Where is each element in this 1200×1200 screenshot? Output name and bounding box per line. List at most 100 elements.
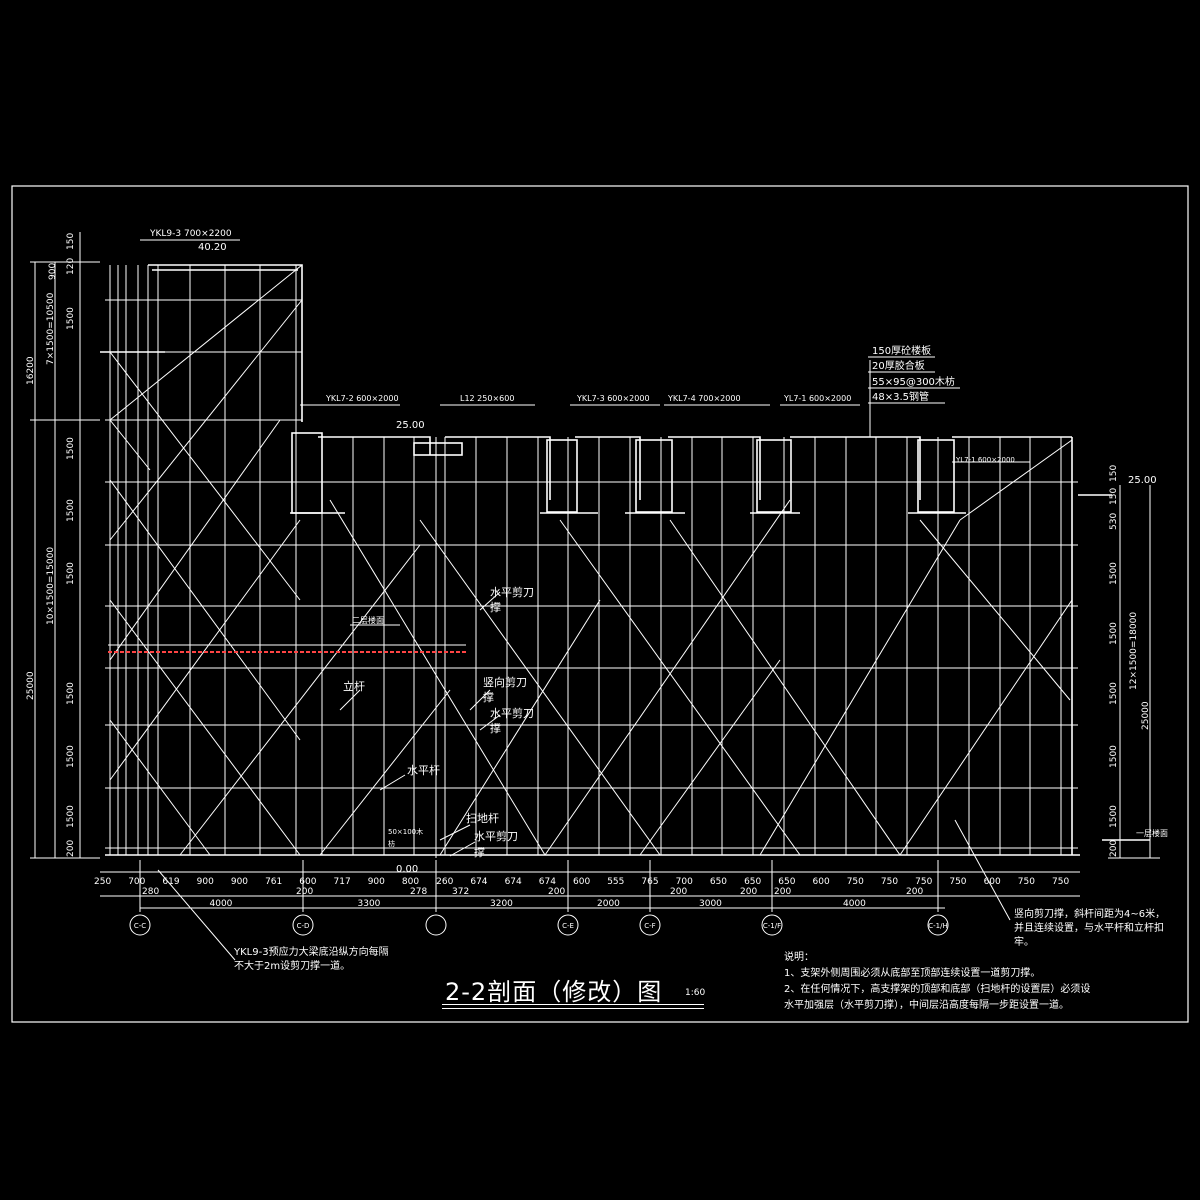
- annotation-right-1: 竖向剪刀撑，斜杆间距为4~6米，: [1014, 907, 1165, 920]
- callout-second-floor: 二层楼面: [352, 615, 384, 625]
- beam-label-l12: L12 250×600: [460, 394, 514, 403]
- notes-block: 说明： 1、支架外侧周围必须从底部至顶部连续设置一道剪刀撑。 2、在任何情况下，…: [784, 950, 1090, 1014]
- left-dim-upper-group: 7×1500=10500: [46, 292, 56, 365]
- axis-bubble: [639, 914, 661, 936]
- bottom-spacing-label: 619: [162, 877, 179, 887]
- callout-horizontal-brace-2b: 撑: [490, 721, 501, 735]
- beam-outlines: [100, 264, 1150, 856]
- annotation-left-2: 不大于2m设剪刀撑一道。: [234, 959, 350, 972]
- bottom-spacing-label: 674: [470, 877, 487, 887]
- bottom-spacing-label: 600: [573, 877, 590, 887]
- beam-label-ykl7-2: YKL7-2 600×2000: [325, 394, 399, 403]
- bottom-spacing-label: 700: [128, 877, 145, 887]
- beam-label-yl7-1-right: YL7-1 600×2000: [955, 456, 1015, 464]
- axis-span-label: 3000: [699, 899, 722, 909]
- right-dimension-texts: 25000 12×1500=18000 150 530 150 1500 150…: [1109, 465, 1151, 857]
- axis-bubble: [557, 914, 579, 936]
- bottom-spacing-label: 674: [505, 877, 522, 887]
- left-dim-lower-group: 10×1500=15000: [46, 547, 56, 625]
- bottom-spacing-label: 800: [402, 877, 419, 887]
- axis-bubble: [761, 914, 783, 936]
- slab-stack-2: 20厚胶合板: [872, 359, 925, 372]
- brace-diagonal: [109, 419, 151, 471]
- bottom-spacing-sub-label: 200: [774, 887, 791, 897]
- axis-span-label: 2000: [597, 899, 620, 909]
- left-dim-total: 25000: [26, 671, 36, 700]
- bottom-spacing-label: 900: [197, 877, 214, 887]
- left-dim-step-1: 1500: [66, 307, 76, 330]
- right-dim-step-4: 1500: [1109, 745, 1119, 768]
- bottom-dimension-lines: [100, 860, 1080, 912]
- brace-diagonal: [109, 299, 303, 541]
- axis-bubble-label: C-D: [297, 922, 310, 930]
- bottom-spacing-label: 765: [641, 877, 658, 887]
- brace-diagonal: [544, 499, 791, 856]
- callout-wood: 50×100木: [388, 827, 423, 836]
- left-dim-step-2: 1500: [66, 437, 76, 460]
- right-dim-top-a: 150: [1109, 465, 1119, 482]
- axis-bubble-label: C-1/H: [928, 922, 948, 930]
- callout-horizontal-brace-1: 水平剪刀: [490, 585, 534, 599]
- brace-diagonal: [669, 519, 901, 856]
- axis-bubble: [927, 914, 949, 936]
- annotation-right-3: 牢。: [1014, 935, 1034, 948]
- callout-horizontal-brace-1b: 撑: [490, 600, 501, 614]
- axis-bubble: [425, 914, 447, 936]
- slab-stack-4: 48×3.5钢管: [872, 390, 929, 403]
- brace-diagonal: [639, 659, 781, 856]
- bottom-spacing-label: 674: [539, 877, 556, 887]
- callout-upright: 立杆: [343, 679, 365, 693]
- bottom-spacing-sub-label: 200: [296, 887, 313, 897]
- axis-bubble-label: C-E: [562, 922, 574, 930]
- right-dim-step-3: 1500: [1109, 682, 1119, 705]
- beam-label-ykl9-3: YKL9-3 700×2200: [149, 229, 232, 239]
- brace-diagonal: [899, 599, 1073, 856]
- bottom-spacing-label: 650: [744, 877, 761, 887]
- beam-label-ykl7-4: YKL7-4 700×2000: [667, 394, 741, 403]
- left-dim-step-3: 1500: [66, 499, 76, 522]
- right-dim-step-2: 1500: [1109, 622, 1119, 645]
- left-dimension-texts: 25000 16200 7×1500=10500 10×1500=15000 1…: [26, 233, 76, 857]
- brace-diagonal: [109, 719, 211, 856]
- left-dim-step-4: 1500: [66, 562, 76, 585]
- bottom-spacing-label: 900: [368, 877, 385, 887]
- axis-span-label: 4000: [210, 899, 233, 909]
- brace-diagonal: [109, 479, 301, 741]
- slab-stack-1: 150厚砼楼板: [872, 344, 931, 357]
- bottom-spacing-sub-label: 200: [906, 887, 923, 897]
- brace-diagonal: [109, 264, 303, 421]
- bottom-spacing-sub-label: 280: [142, 887, 159, 897]
- brace-diagonal: [559, 519, 801, 856]
- right-dim-top-b: 530: [1109, 513, 1119, 530]
- bottom-spacing-label: 750: [915, 877, 932, 887]
- left-dim-top-b: 120: [66, 258, 76, 275]
- brace-diagonal: [109, 519, 301, 781]
- elevation-mid: 25.00: [396, 420, 425, 431]
- bottom-spacing-label: 600: [813, 877, 830, 887]
- bottom-spacing-label: 555: [607, 877, 624, 887]
- left-dim-bottom: 200: [66, 840, 76, 857]
- bottom-spacing-label: 750: [949, 877, 966, 887]
- callout-wood-b: 枋: [388, 839, 395, 848]
- right-dim-step-1: 1500: [1109, 562, 1119, 585]
- left-dim-step-7: 1500: [66, 805, 76, 828]
- beam-label-yl7-1: YL7-1 600×2000: [783, 394, 851, 403]
- brace-diagonal: [959, 439, 1073, 521]
- bottom-spacing-label: 650: [778, 877, 795, 887]
- bottom-spacing-label: 600: [299, 877, 316, 887]
- bottom-spacing-label: 250: [94, 877, 111, 887]
- brace-diagonal: [109, 419, 281, 661]
- bottom-spacing-label: 700: [676, 877, 693, 887]
- elevation-right: 25.00: [1128, 475, 1157, 486]
- left-dim-step-6: 1500: [66, 745, 76, 768]
- bottom-spacing-label: 750: [1052, 877, 1069, 887]
- callout-first-floor: 一层楼面: [1136, 828, 1168, 838]
- title-underline-2: [442, 1008, 704, 1009]
- bottom-spacing-sub-label: 200: [740, 887, 757, 897]
- callout-horizontal-brace-3b: 撑: [474, 845, 485, 859]
- bottom-spacing-sub-label: 372: [452, 887, 469, 897]
- elevation-top: 40.20: [198, 242, 227, 253]
- axis-span-label: 3300: [358, 899, 381, 909]
